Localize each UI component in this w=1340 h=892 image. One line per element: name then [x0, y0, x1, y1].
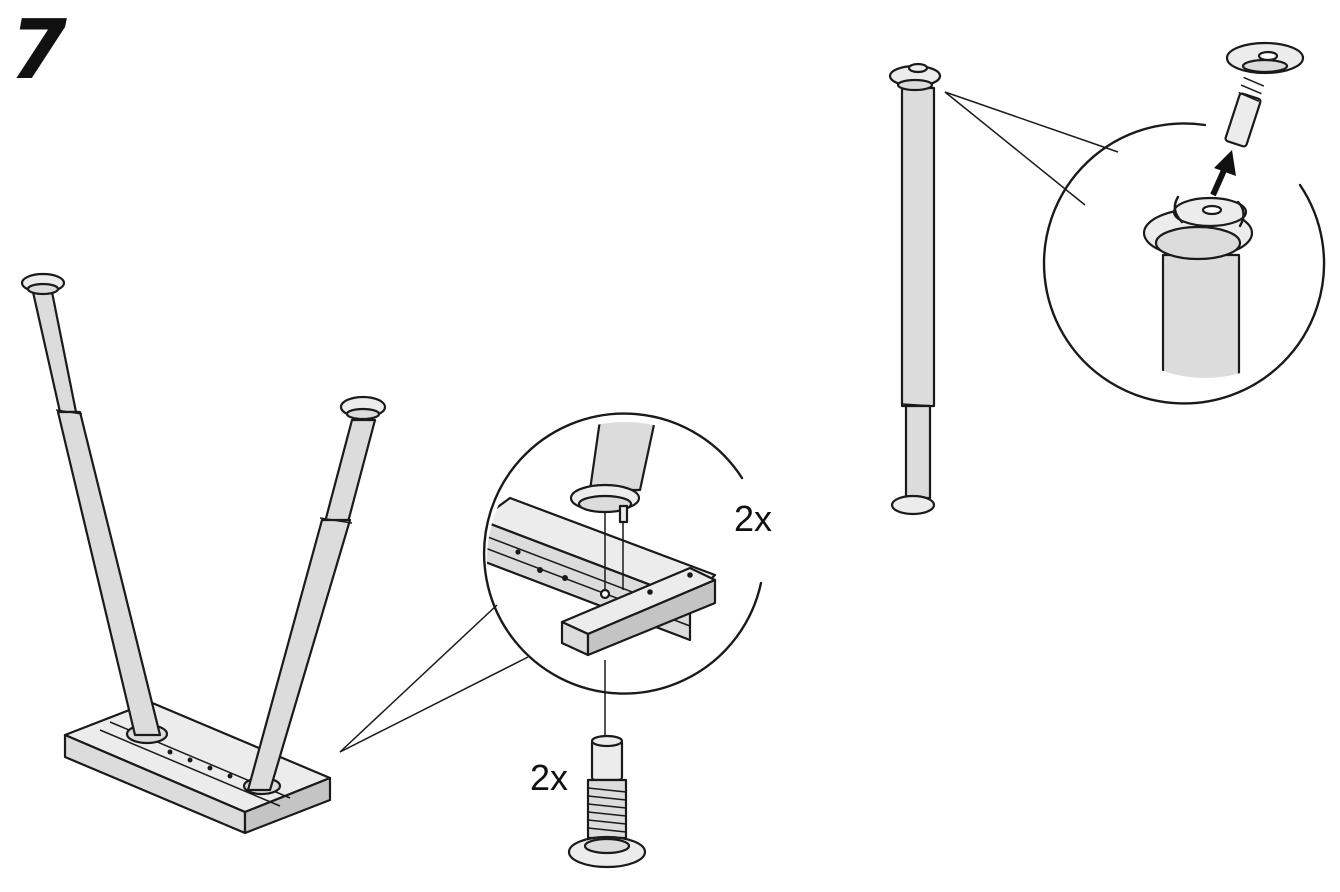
cap-bolt: [1224, 41, 1305, 148]
callout-leader-lines-top: [944, 91, 1119, 206]
quantity-label-screw: 2x: [530, 757, 568, 798]
table-leg-left: [20, 272, 162, 737]
table-leg-right: [246, 395, 387, 792]
lift-arrow-icon: [1210, 150, 1236, 197]
detail-callout-leg-to-rail: 2x: [482, 412, 772, 695]
threaded-screw: [567, 734, 647, 869]
single-leg: [888, 62, 942, 516]
table-frame-assembly: [20, 272, 387, 835]
quantity-label-bottom: 2x: [734, 498, 772, 539]
callout-leader-lines-bottom: [339, 604, 529, 753]
step-number: 7: [10, 3, 67, 98]
detail-callout-leg-cap: [1042, 122, 1326, 405]
